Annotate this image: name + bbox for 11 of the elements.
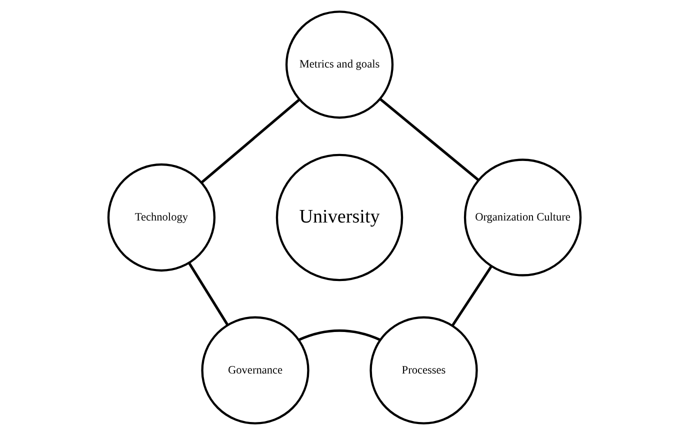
node-circle: Organization Culture	[463, 158, 582, 276]
node-circle: Metrics and goals	[284, 10, 394, 119]
connector	[450, 265, 492, 326]
node-circle: Governance	[200, 316, 309, 424]
connector	[187, 262, 228, 326]
connector	[200, 98, 300, 184]
node-circle: Technology	[106, 163, 216, 272]
connector	[298, 329, 380, 342]
node-circle: University	[275, 154, 403, 282]
node-circle: Processes	[369, 316, 478, 424]
connector	[378, 98, 479, 182]
